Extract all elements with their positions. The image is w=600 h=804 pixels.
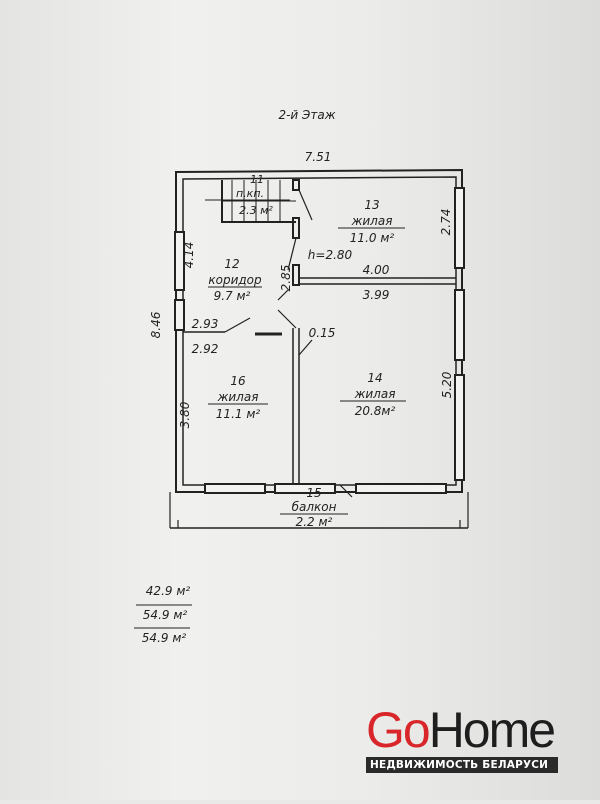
room-13-name: жилая <box>351 214 393 228</box>
room-15-name: балкон <box>292 500 337 514</box>
room-16-name: жилая <box>217 390 259 404</box>
floor-title: 2-й Этаж <box>278 108 335 122</box>
dim-2-92: 2.92 <box>192 342 219 356</box>
room-11-name: п.кп. <box>236 187 264 200</box>
total-area: 54.9 м² <box>143 608 188 622</box>
total-area-with-balcony: 54.9 м² <box>142 631 187 645</box>
room-15-number: 15 <box>306 486 321 500</box>
room-13-area: 11.0 м² <box>350 231 395 245</box>
room-11-area: 2.3 м² <box>239 204 273 217</box>
room-12-number: 12 <box>224 257 239 271</box>
dim-5-20: 5.20 <box>440 371 454 398</box>
gohome-logo: GoHome НЕДВИЖИМОСТЬ БЕЛАРУСИ <box>366 705 558 773</box>
logo-home: Home <box>428 702 556 758</box>
walls <box>169 168 469 529</box>
room-14-area: 20.8м² <box>355 404 396 418</box>
room-14-name: жилая <box>354 387 396 401</box>
dim-overall-height: 8.46 <box>149 311 163 338</box>
dim-2-85: 2.85 <box>279 265 293 292</box>
dim-overall-width: 7.51 <box>305 150 332 164</box>
logo-tagline: НЕДВИЖИМОСТЬ БЕЛАРУСИ <box>366 757 558 773</box>
dim-4-00: 4.00 <box>363 263 390 277</box>
total-living-area: 42.9 м² <box>146 584 191 598</box>
dim-4-14: 4.14 <box>182 242 196 269</box>
dim-0-15: 0.15 <box>309 326 336 340</box>
dim-2-74: 2.74 <box>439 209 453 236</box>
dim-3-80: 3.80 <box>178 401 192 428</box>
logo-go: Go <box>366 702 431 758</box>
room-12-name: коридор <box>208 273 262 287</box>
totals-lines <box>134 604 192 629</box>
room-14-number: 14 <box>367 371 382 385</box>
room-11-number: 11 <box>250 173 264 186</box>
ceiling-height: h=2.80 <box>308 248 353 262</box>
room-13-number: 13 <box>364 198 379 212</box>
room-15-area: 2.2 м² <box>296 515 333 529</box>
room-12-area: 9.7 м² <box>214 289 251 303</box>
dim-3-99: 3.99 <box>363 288 390 302</box>
room-16-number: 16 <box>230 374 246 388</box>
dim-2-93: 2.93 <box>192 317 219 331</box>
room-16-area: 11.1 м² <box>216 407 261 421</box>
